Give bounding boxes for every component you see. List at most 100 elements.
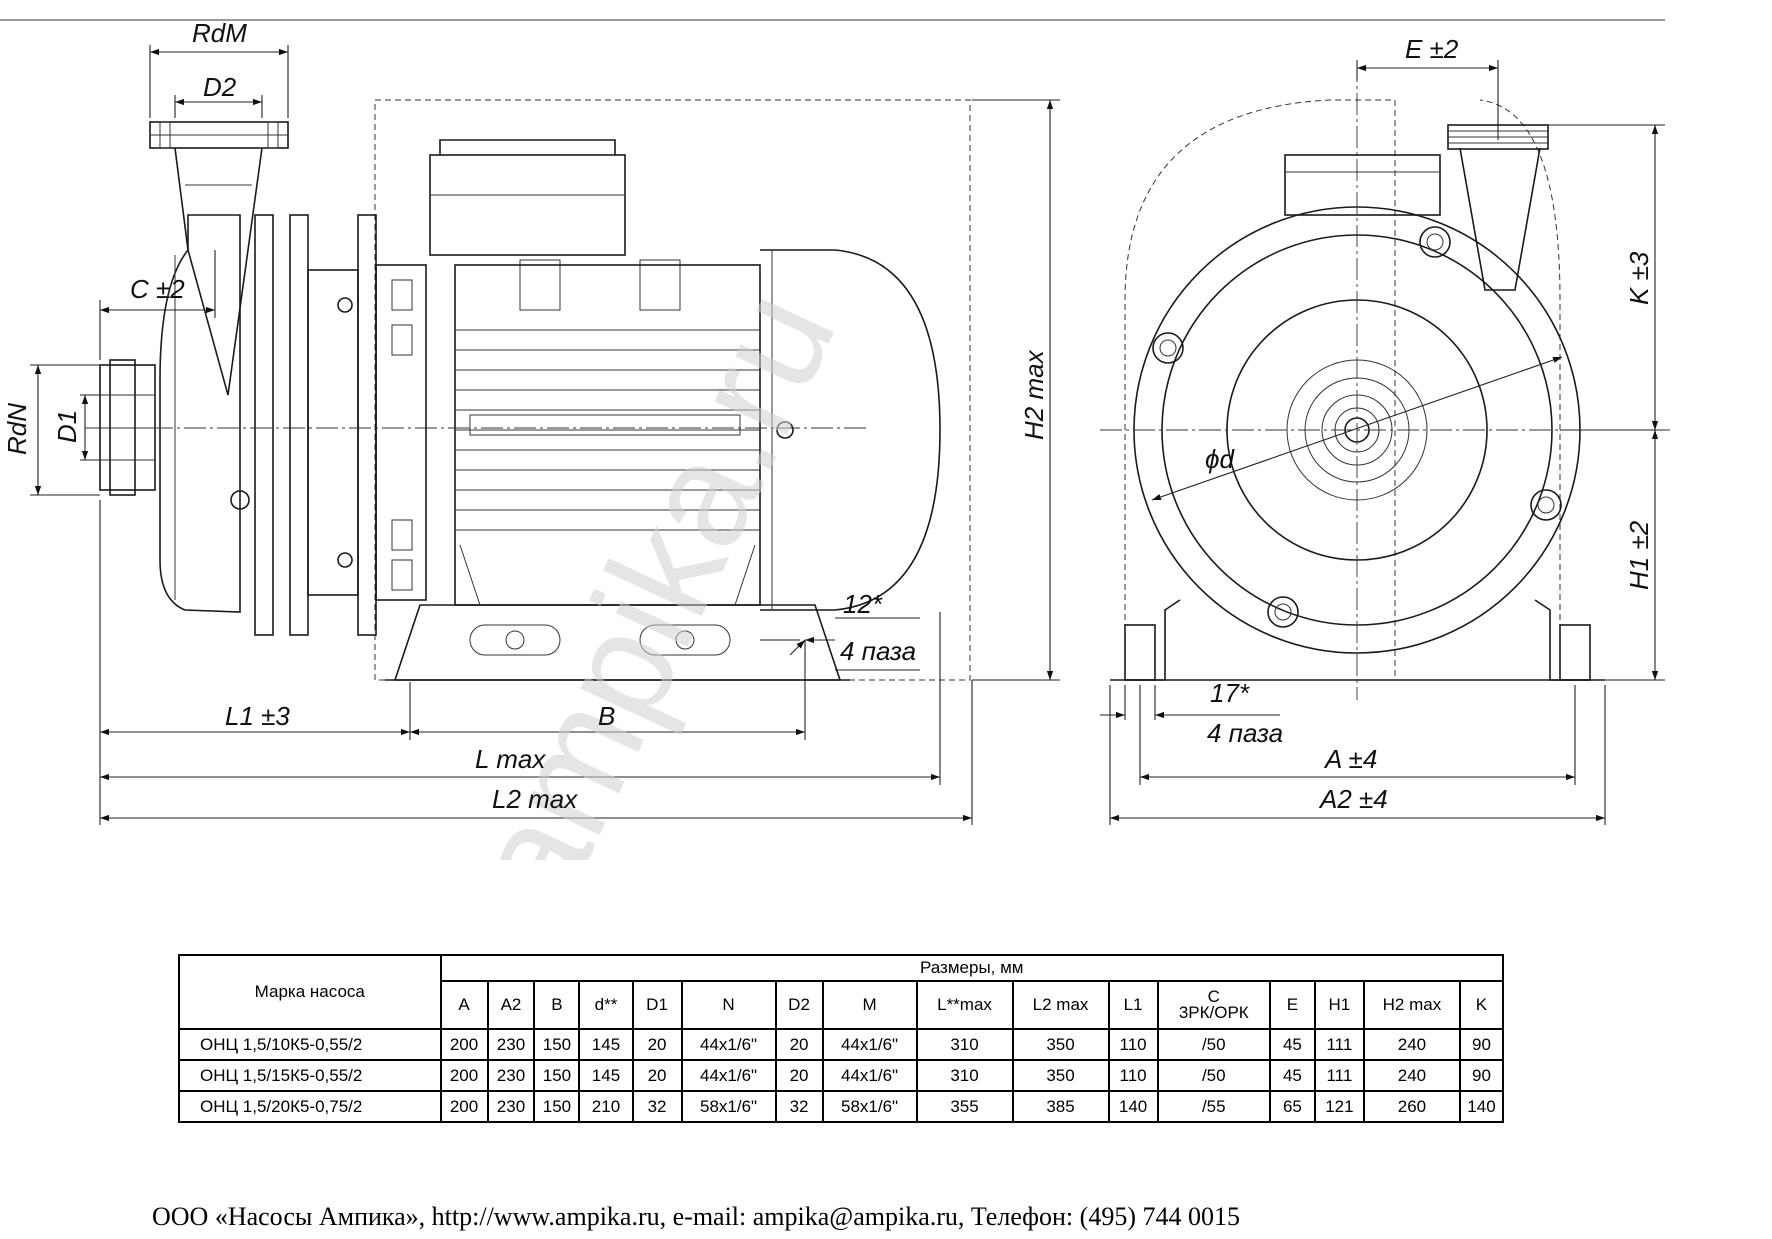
value-cell: 350 [1011,1059,1110,1092]
value-cell: 240 [1362,1028,1461,1061]
value-cell: 310 [915,1028,1014,1061]
dim-label-rdm: RdM [192,18,247,48]
footer-contacts: ООО «Насосы Ампика», http://www.ampika.r… [152,1202,1240,1231]
value-cell: 58x1/6" [821,1090,918,1123]
value-cell: 240 [1362,1059,1461,1092]
dim-label-e: E ±2 [1405,34,1459,64]
column-header: D2 [774,980,824,1030]
value-cell: 310 [915,1059,1014,1092]
value-cell: 355 [915,1090,1014,1123]
value-cell: 140 [1458,1090,1505,1123]
dim-label-lmax: L max [475,744,546,774]
dim-label-slots4-right: 4 паза [1207,718,1283,748]
dim-label-k: K ±3 [1624,251,1654,305]
value-cell: 44x1/6" [821,1028,918,1061]
model-cell: ОНЦ 1,5/10К5-0,55/2 [178,1028,442,1061]
dim-label-slot12: 12* [843,589,883,619]
column-header: B [533,980,581,1030]
value-cell: 45 [1268,1059,1316,1092]
dimension-labels: RdM D2 C ±2 RdN D1 L1 ±3 B L max L2 max … [2,18,1654,814]
dim-label-a: A ±4 [1323,744,1377,774]
dimensions-group-header: Размеры, мм [439,954,1505,982]
column-header: N [680,980,777,1030]
column-header: d** [578,980,634,1030]
model-header: Марка насоса [178,954,442,1030]
value-cell: 145 [578,1059,634,1092]
value-cell: 111 [1313,1028,1365,1061]
column-header: K [1458,980,1505,1030]
value-cell: 90 [1458,1028,1505,1061]
value-cell: 20 [774,1028,824,1061]
dim-label-slot17: 17* [1210,678,1250,708]
model-cell: ОНЦ 1,5/20К5-0,75/2 [178,1090,442,1123]
dim-label-d2: D2 [203,72,237,102]
value-cell: 210 [578,1090,634,1123]
value-cell: 90 [1458,1059,1505,1092]
value-cell: 150 [533,1028,581,1061]
column-header: L2 max [1011,980,1110,1030]
value-cell: 32 [774,1090,824,1123]
dim-label-phid: ϕd [1205,444,1235,474]
value-cell: 230 [486,1090,536,1123]
value-cell: 44x1/6" [680,1028,777,1061]
column-header: E [1268,980,1316,1030]
value-cell: 230 [486,1059,536,1092]
value-cell: 65 [1268,1090,1316,1123]
model-cell: ОНЦ 1,5/15К5-0,55/2 [178,1059,442,1092]
value-cell: /50 [1156,1059,1271,1092]
column-header: A [439,980,489,1030]
column-header: M [821,980,918,1030]
dim-label-c: C ±2 [130,274,185,304]
value-cell: 200 [439,1090,489,1123]
value-cell: 150 [533,1059,581,1092]
column-header: H1 [1313,980,1365,1030]
value-cell: 32 [631,1090,683,1123]
value-cell: /55 [1156,1090,1271,1123]
value-cell: 20 [774,1059,824,1092]
column-header: L1 [1107,980,1159,1030]
value-cell: 44x1/6" [680,1059,777,1092]
dim-label-d1: D1 [52,410,82,443]
front-view [1100,60,1670,825]
column-header: L**max [915,980,1014,1030]
value-cell: 45 [1268,1028,1316,1061]
dim-label-h2max: H2 max [1019,349,1049,440]
column-header: D1 [631,980,683,1030]
value-cell: 200 [439,1059,489,1092]
value-cell: 230 [486,1028,536,1061]
dim-label-rdn: RdN [2,403,32,455]
column-header: H2 max [1362,980,1461,1030]
value-cell: 44x1/6" [821,1059,918,1092]
value-cell: 140 [1107,1090,1159,1123]
dim-label-l1: L1 ±3 [225,701,290,731]
value-cell: 121 [1313,1090,1365,1123]
value-cell: 145 [578,1028,634,1061]
value-cell: 20 [631,1028,683,1061]
value-cell: 20 [631,1059,683,1092]
value-cell: 150 [533,1090,581,1123]
value-cell: 385 [1011,1090,1110,1123]
value-cell: 110 [1107,1059,1159,1092]
value-cell: /50 [1156,1028,1271,1061]
dim-label-a2: A2 ±4 [1318,784,1388,814]
dim-label-slots4-left: 4 паза [840,636,916,666]
dim-label-b: B [598,701,615,731]
dim-label-h1: H1 ±2 [1624,520,1654,590]
value-cell: 111 [1313,1059,1365,1092]
value-cell: 58x1/6" [680,1090,777,1123]
pump-technical-drawing: ampika.ru RdM D2 C ±2 RdN D1 L1 ±3 B L m… [0,18,1670,860]
dim-label-l2max: L2 max [492,784,578,814]
value-cell: 350 [1011,1028,1110,1061]
side-view [30,45,1060,825]
value-cell: 200 [439,1028,489,1061]
column-header: A2 [486,980,536,1030]
value-cell: 260 [1362,1090,1461,1123]
value-cell: 110 [1107,1028,1159,1061]
